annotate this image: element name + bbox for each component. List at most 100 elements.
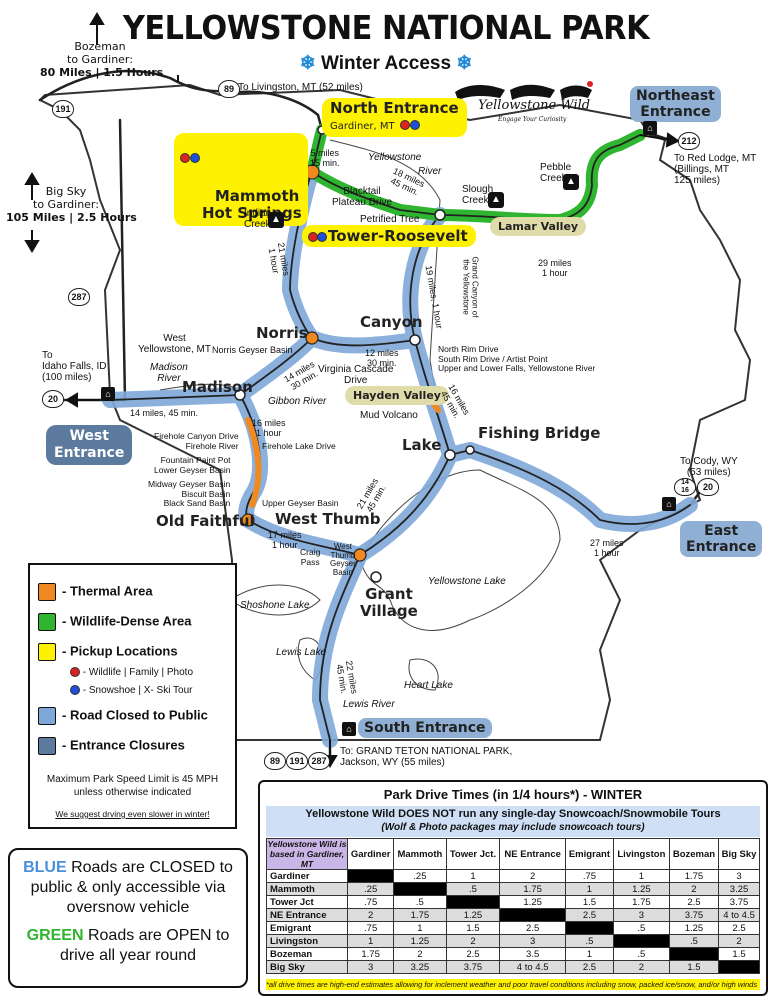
highway-20-shield: 20	[42, 390, 64, 408]
table-cell: 1.25	[668, 921, 720, 935]
midway-label: Midway Geyser Basin Biscuit Basin Black …	[148, 479, 231, 508]
thermal-swatch	[38, 583, 56, 601]
virginia-cascade-label: Virginia Cascade Drive	[318, 364, 394, 386]
north-rim-label: North Rim Drive South Rim Drive / Artist…	[438, 344, 596, 373]
snowflake-icon: ❄	[299, 53, 316, 74]
row-header: Gardiner	[266, 869, 348, 883]
snowflake-icon: ❄	[456, 53, 473, 74]
speed-limit-note: Maximum Park Speed Limit is 45 MPH unles…	[46, 774, 219, 798]
node-tower	[434, 209, 446, 221]
highway-89-shield: 89	[264, 752, 286, 770]
table-cell: 3.25	[718, 882, 760, 896]
table-cell	[346, 869, 395, 883]
table-cell: .5	[564, 934, 614, 948]
table-cell: 1.25	[612, 882, 670, 896]
wildlife-swatch	[38, 613, 56, 631]
highway-89-north	[238, 90, 324, 132]
grant-village-label: Grant Village	[360, 585, 418, 620]
row-header: Bozeman	[266, 947, 348, 961]
node-madison	[234, 389, 246, 401]
old-faithful-label: Old Faithful	[156, 512, 255, 530]
pebble-creek-label: Pebble Creek	[540, 162, 572, 184]
banner-line-2: (Wolf & Photo packages may include snowc…	[381, 822, 645, 833]
legend-red-dot: - Wildlife | Family | Photo	[70, 667, 193, 678]
column-header: Emigrant	[564, 838, 614, 870]
yellowstone-lake-label: Yellowstone Lake	[428, 576, 506, 587]
madison-label: Madison	[182, 378, 253, 396]
table-cell: 3.75	[668, 908, 720, 922]
drive-times-panel: Park Drive Times (in 1/4 hours*) - WINTE…	[258, 780, 768, 996]
road-closed-swatch	[38, 707, 56, 725]
pickup-swatch	[38, 643, 56, 661]
table-cell: 2	[445, 934, 501, 948]
legend-wildlife: - Wildlife-Dense Area	[38, 613, 191, 631]
row-header: Livingston	[266, 934, 348, 948]
canyon-label: Canyon	[360, 313, 423, 331]
row-header: Mammoth	[266, 882, 348, 896]
table-cell: .5	[612, 947, 670, 961]
subtitle-text: Winter Access	[320, 53, 452, 74]
table-cell: .75	[346, 895, 395, 909]
tower-label: Tower-Roosevelt	[302, 225, 476, 247]
blue-dot-icon	[409, 119, 420, 130]
highway-287-shield: 287	[308, 752, 330, 770]
table-cell: 1	[564, 882, 614, 896]
yellowstone-river	[329, 139, 441, 421]
table-cell	[612, 934, 670, 948]
madison-river-label: Madison River	[150, 362, 188, 384]
table-cell: 1.5	[564, 895, 614, 909]
node-grant	[370, 571, 382, 583]
legend-thermal: - Thermal Area	[38, 583, 153, 601]
blue-dot-icon	[190, 153, 200, 163]
table-cell: 2	[718, 934, 760, 948]
teton-label: To: GRAND TETON NATIONAL PARK, Jackson, …	[340, 746, 513, 768]
craig-pass-label: Craig Pass	[300, 547, 321, 567]
legend-pickup: - Pickup Locations	[38, 643, 178, 661]
hayden-valley-label: Hayden Valley	[345, 386, 449, 405]
row-header: NE Entrance	[266, 908, 348, 922]
drive-times-banner: Yellowstone Wild DOES NOT run any single…	[266, 806, 760, 837]
highway-191-shield: 191	[286, 752, 308, 770]
highway-212-shield: 212	[678, 132, 700, 150]
suggest-note: We suggest drving even slower in winter!	[55, 809, 210, 819]
upper-geyser-label: Upper Geyser Basin	[262, 498, 339, 508]
river-label: River	[418, 166, 442, 177]
table-cell: 1.75	[499, 882, 566, 896]
shoshone-lake-label: Shoshone Lake	[240, 600, 310, 611]
green-note: GREEN Roads are OPEN to drive all year r…	[26, 927, 230, 964]
legend-road-closed: - Road Closed to Public	[38, 707, 208, 725]
campground-icon: ▲	[563, 174, 579, 190]
highway-287-shield: 287	[68, 288, 90, 306]
table-cell: 2	[668, 882, 720, 896]
red-dot-icon	[399, 119, 410, 130]
table-cell: 1.75	[393, 908, 447, 922]
indian-creek-label: Indian Creek	[244, 208, 272, 230]
distance-madison-old-faithful: 16 miles 1 hour	[252, 418, 286, 438]
distance-old-faithful-west-thumb: 17 miles 1 hour	[268, 530, 302, 550]
node-west-thumb	[353, 548, 367, 562]
table-cell: 1.25	[393, 934, 447, 948]
table-cell	[445, 895, 501, 909]
highway-191	[108, 118, 127, 402]
table-cell: 2.5	[564, 960, 614, 974]
mud-volcano-label: Mud Volcano	[360, 410, 418, 421]
table-cell	[393, 882, 447, 896]
arrow-right-icon	[639, 134, 671, 141]
north-entrance-title: North Entrance	[330, 99, 459, 117]
cody-label: To Cody, WY (53 miles)	[680, 456, 738, 478]
distance-tower-northeast: 29 miles 1 hour	[538, 258, 572, 278]
table-cell: 2	[612, 960, 670, 974]
node-norris	[305, 331, 319, 345]
row-header: Big Sky	[266, 960, 348, 974]
grand-canyon-label: Grand Canyon of the Yellowstone	[461, 256, 480, 318]
table-cell: 3.75	[445, 960, 501, 974]
table-cell	[564, 921, 614, 935]
table-cell: 1.5	[668, 960, 720, 974]
